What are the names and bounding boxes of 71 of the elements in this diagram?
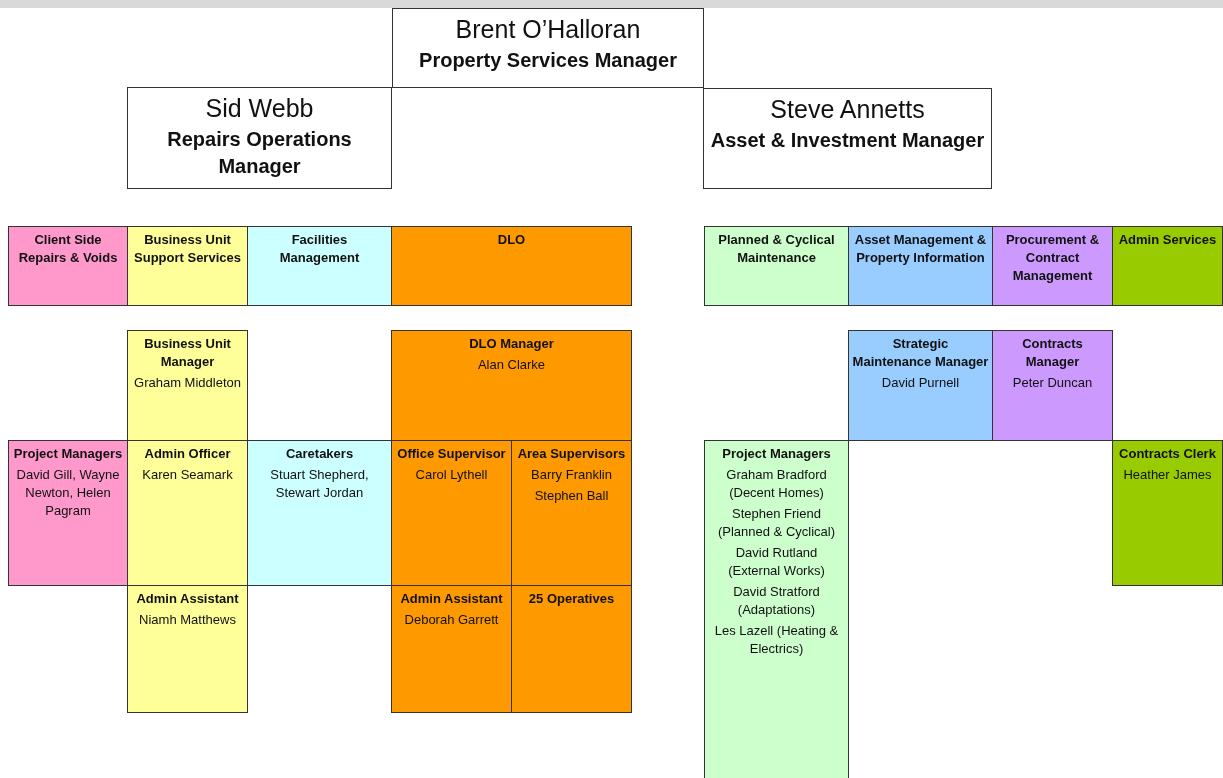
role-title: Admin Assistant: [135, 590, 240, 608]
person-name: Carol Lythell: [414, 466, 489, 484]
job-title: Asset & Investment Manager: [709, 128, 986, 153]
person-name: Alan Clarke: [476, 356, 547, 374]
role-title: Admin Assistant: [399, 590, 504, 608]
team-box: [127, 330, 248, 441]
person-name: Les Lazell (Heating & Electrics): [713, 622, 840, 658]
team-box: [704, 440, 849, 778]
person-name: Niamh Matthews: [138, 611, 237, 629]
job-title: Property Services Manager: [418, 48, 678, 73]
role-title: Project Managers: [12, 445, 124, 463]
team-box: [391, 440, 512, 586]
person-name: Stephen Friend (Planned & Cyclical): [716, 505, 836, 541]
person-name: Peter Duncan: [1011, 374, 1094, 392]
role-title: Contracts Clerk: [1118, 445, 1217, 463]
team-box: [127, 440, 248, 586]
person-name: Stephen Ball: [533, 487, 610, 505]
person-name: Sid Webb: [204, 93, 315, 124]
role-title: Strategic Maintenance Manager: [852, 335, 989, 371]
person-name: Brent O’Halloran: [454, 14, 642, 45]
person-name: Steve Annetts: [769, 94, 926, 125]
role-title: Planned & Cyclical Maintenance: [717, 231, 836, 267]
team-box: [1112, 440, 1223, 586]
person-name: Deborah Garrett: [403, 611, 500, 629]
team-box: [247, 440, 392, 586]
person-name: David Rutland (External Works): [727, 544, 826, 580]
team-box: [127, 585, 248, 713]
team-box: [992, 330, 1113, 441]
team-box: [127, 226, 248, 306]
person-name: Graham Bradford (Decent Homes): [725, 466, 828, 502]
role-title: Office Supervisor: [396, 445, 507, 463]
person-name: Heather James: [1122, 466, 1213, 484]
role-title: Area Supervisors: [516, 445, 627, 463]
role-title: Caretakers: [284, 445, 355, 463]
person-name: David Purnell: [880, 374, 961, 392]
person-name: Barry Franklin: [530, 466, 613, 484]
role-title: Admin Services: [1117, 231, 1218, 249]
role-title: Project Managers: [721, 445, 832, 463]
manager-box: [127, 87, 392, 189]
role-title: Asset Management & Property Information: [853, 231, 988, 267]
person-name: Stuart Shepherd, Stewart Jordan: [269, 466, 370, 502]
team-box: [848, 330, 993, 441]
person-name: David Stratford (Adaptations): [732, 583, 821, 619]
person-name: David Gill, Wayne Newton, Helen Pagram: [15, 466, 121, 520]
team-box: [391, 585, 512, 713]
team-box: [704, 226, 849, 306]
team-box: [391, 330, 632, 441]
team-box: [992, 226, 1113, 306]
manager-box: [392, 8, 704, 88]
role-title: Business Unit Manager: [143, 335, 232, 371]
role-title: Admin Officer: [143, 445, 232, 463]
person-name: Graham Middleton: [133, 374, 242, 392]
manager-box: [703, 88, 992, 189]
team-box: [848, 226, 993, 306]
role-title: Procurement & Contract Management: [1004, 231, 1101, 285]
role-title: DLO: [496, 231, 527, 249]
role-title: Contracts Manager: [1021, 335, 1084, 371]
team-box: [511, 585, 632, 713]
team-box: [247, 226, 392, 306]
team-box: [1112, 226, 1223, 306]
team-box: [391, 226, 632, 306]
team-box: [8, 226, 128, 306]
role-title: 25 Operatives: [527, 590, 616, 608]
role-title: Business Unit Support Services: [133, 231, 242, 267]
role-title: Facilities Management: [278, 231, 361, 267]
person-name: Karen Seamark: [141, 466, 234, 484]
team-box: [8, 440, 128, 586]
job-title: Repairs Operations Manager: [166, 127, 353, 179]
team-box: [511, 440, 632, 586]
role-title: Client Side Repairs & Voids: [17, 231, 119, 267]
role-title: DLO Manager: [468, 335, 555, 353]
